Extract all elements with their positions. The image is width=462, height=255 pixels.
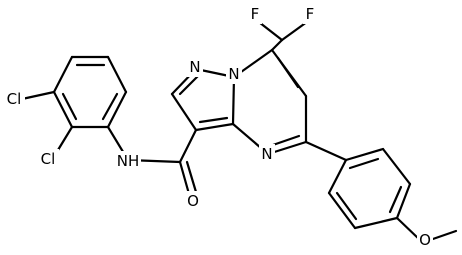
bond-c-c3 bbox=[178, 128, 198, 164]
atom-label-n-3: N bbox=[261, 145, 272, 163]
bond-cl1 bbox=[20, 90, 56, 101]
bond-pyr-phenyl bbox=[304, 140, 348, 162]
atom-cl-2: Cl bbox=[37, 149, 59, 169]
atom-o-amide: O bbox=[185, 191, 201, 211]
bond-ar-o bbox=[395, 216, 422, 242]
atom-label-o-amide: O bbox=[187, 192, 199, 210]
atom-label-n-2: N bbox=[228, 65, 239, 83]
pyrimidine-ring bbox=[231, 48, 308, 156]
atom-o-ether: O bbox=[417, 230, 433, 250]
atom-label-f-1: F bbox=[251, 5, 260, 23]
bond-cl2 bbox=[56, 125, 74, 152]
bond-c-o bbox=[178, 160, 191, 196]
atom-label-o-ether: O bbox=[419, 231, 431, 249]
atom-n-bridge: N bbox=[226, 64, 242, 84]
atom-nh: NH bbox=[115, 151, 141, 171]
atom-cl-1: Cl bbox=[3, 89, 25, 109]
dichlorophenyl-ring bbox=[52, 55, 128, 129]
atom-n-pyrimidine: N bbox=[259, 144, 275, 164]
atom-label-cl-2: Cl bbox=[41, 150, 56, 168]
atom-f-1: F bbox=[248, 4, 262, 24]
atom-f-2: F bbox=[303, 4, 317, 24]
methoxyphenyl-ring bbox=[327, 147, 412, 230]
atom-n-pyrazole: N bbox=[187, 57, 203, 77]
bond-o-ch3 bbox=[428, 229, 458, 242]
atom-label-nh: NH bbox=[117, 152, 140, 170]
bond-c-o-double bbox=[185, 160, 198, 194]
atom-label-cl-1: Cl bbox=[7, 90, 22, 108]
pyrazole-ring bbox=[170, 67, 236, 132]
atom-label-n-1: N bbox=[189, 58, 200, 76]
atom-label-f-2: F bbox=[306, 5, 315, 23]
bond-cf2 bbox=[270, 38, 284, 52]
